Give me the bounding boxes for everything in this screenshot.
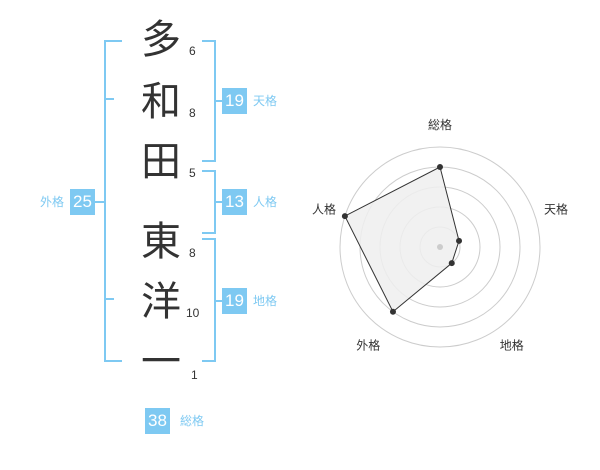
chikaku-value: 19 (222, 288, 247, 314)
radar-area (344, 166, 460, 313)
radar-axis-label-2: 天格 (544, 201, 568, 216)
gaikaku-value: 25 (70, 189, 95, 215)
gaikaku-tick-2 (104, 298, 114, 300)
jinkaku-label: 人格 (253, 195, 278, 209)
stroke-count-6: 1 (191, 368, 198, 382)
name-char-5: 洋 (141, 279, 181, 325)
jinkaku-connector (214, 201, 222, 203)
radar-center (437, 244, 443, 250)
jinkaku-value: 13 (222, 189, 247, 215)
name-char-4: 東 (141, 219, 181, 265)
radar-axis-label-4: 外格 (356, 338, 380, 353)
name-char-1: 多 (141, 17, 181, 63)
name-char-2: 和 (141, 79, 181, 125)
tenkaku-value: 19 (222, 88, 247, 114)
tenkaku-connector (214, 100, 222, 102)
name-char-3: 田 (141, 139, 181, 185)
radar-point-5 (341, 213, 348, 220)
stroke-count-5: 10 (186, 306, 200, 320)
radar-axis-label-1: 総格 (428, 117, 452, 132)
soukaku-value: 38 (145, 408, 170, 434)
chikaku-label: 地格 (253, 294, 278, 308)
gaikaku-connector (92, 201, 104, 203)
stroke-count-2: 8 (189, 106, 196, 120)
radar-point-3 (448, 260, 455, 267)
gaikaku-tick-1 (104, 98, 114, 100)
radar-point-2 (456, 237, 463, 244)
radar-axis-label-5: 人格 (312, 201, 336, 216)
stroke-count-1: 6 (189, 44, 196, 58)
radar-point-4 (389, 308, 396, 315)
tenkaku-label: 天格 (253, 94, 278, 108)
stroke-count-4: 8 (189, 246, 196, 260)
radar-ring-5 (339, 146, 541, 348)
stroke-count-3: 5 (189, 166, 196, 180)
radar-axis-label-3: 地格 (500, 338, 524, 353)
soukaku-label: 総格 (180, 414, 205, 428)
gaikaku-bracket (104, 40, 122, 362)
chikaku-connector (214, 300, 222, 302)
name-char-6: 一 (141, 339, 181, 385)
radar-point-1 (437, 164, 443, 170)
gaikaku-label: 外格 (40, 195, 65, 209)
